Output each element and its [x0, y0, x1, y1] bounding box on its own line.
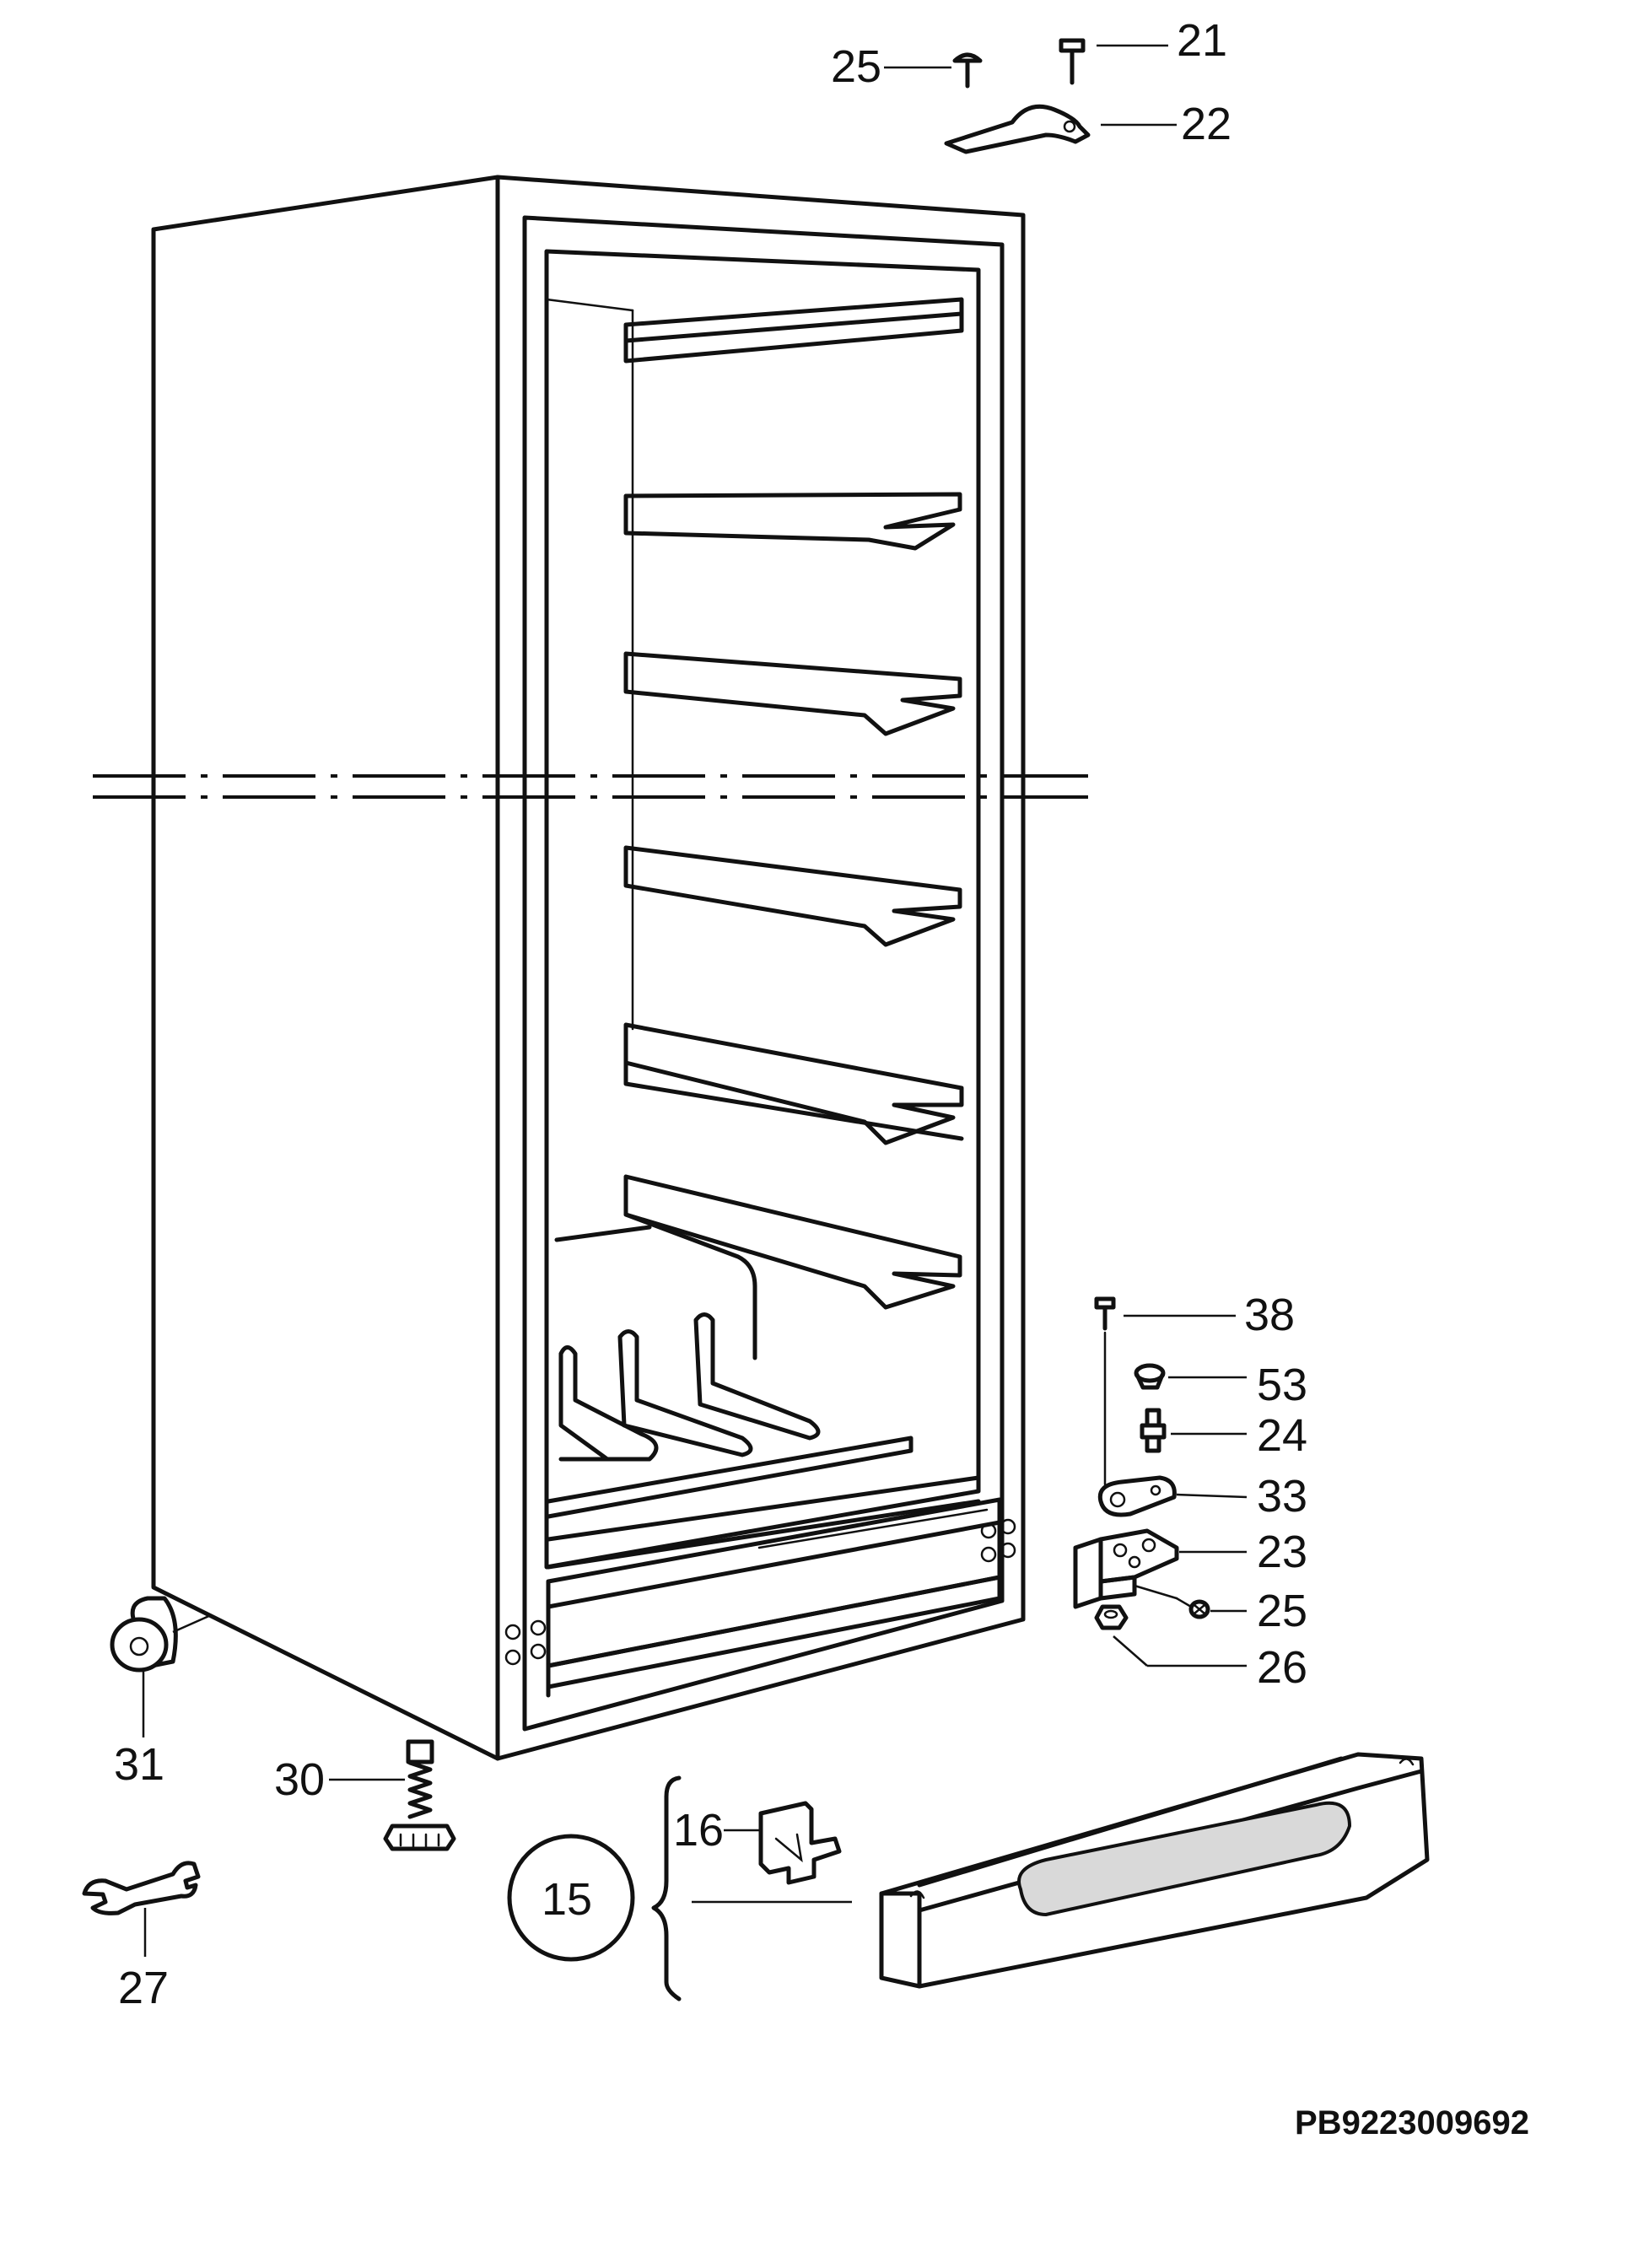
callout-15: 15: [542, 1874, 592, 1925]
callout-23: 23: [1257, 1527, 1307, 1577]
liner-bottom: [546, 1212, 981, 1570]
drawing-code: PB9223009692: [1295, 2104, 1529, 2141]
kick-plate: [879, 1752, 1430, 1989]
bolt-21: [1059, 38, 1086, 85]
callout-53: 53: [1257, 1360, 1307, 1410]
hinge-23: [1073, 1528, 1179, 1609]
callout-33: 33: [1257, 1471, 1307, 1522]
screw-38: [1094, 1296, 1116, 1331]
callout-26: 26: [1257, 1642, 1307, 1693]
hinge-bracket-22: [944, 104, 1091, 154]
callout-15-circle: [507, 1834, 635, 1962]
plate-33: [1097, 1475, 1177, 1517]
nut-26: [1094, 1604, 1129, 1630]
roller-31: [110, 1596, 178, 1673]
screw-25-hinge: [1175, 1597, 1210, 1619]
callout-25-top: 25: [831, 41, 881, 92]
callout-21: 21: [1177, 15, 1227, 66]
kick-plate-group: 15 16: [507, 1752, 1430, 2001]
wrench-27: [82, 1861, 201, 1915]
screw-25-top: [952, 52, 983, 89]
callout-16: 16: [673, 1805, 724, 1856]
clip-16: [758, 1801, 842, 1885]
callout-30: 30: [274, 1754, 325, 1805]
cabinet: [93, 175, 1088, 1761]
callout-38: 38: [1244, 1290, 1295, 1340]
callout-27: 27: [118, 1963, 169, 2013]
group-brace: [651, 1775, 682, 2001]
feet-tools: 31 30 27: [82, 1596, 456, 2013]
callout-24: 24: [1257, 1410, 1307, 1461]
callout-25-hinge: 25: [1257, 1586, 1307, 1636]
callout-22: 22: [1181, 99, 1231, 149]
shelf-rails: [623, 297, 964, 1310]
base-compartment: [504, 1497, 1016, 1698]
cap-53: [1134, 1363, 1166, 1390]
pin-24: [1140, 1408, 1167, 1453]
top-hinge-parts: 21 25 22: [831, 15, 1231, 154]
callout-31: 31: [114, 1739, 164, 1790]
adjustable-foot-30: [383, 1739, 456, 1851]
bottom-hinge-parts: 38 53 24 33: [1073, 1290, 1307, 1693]
